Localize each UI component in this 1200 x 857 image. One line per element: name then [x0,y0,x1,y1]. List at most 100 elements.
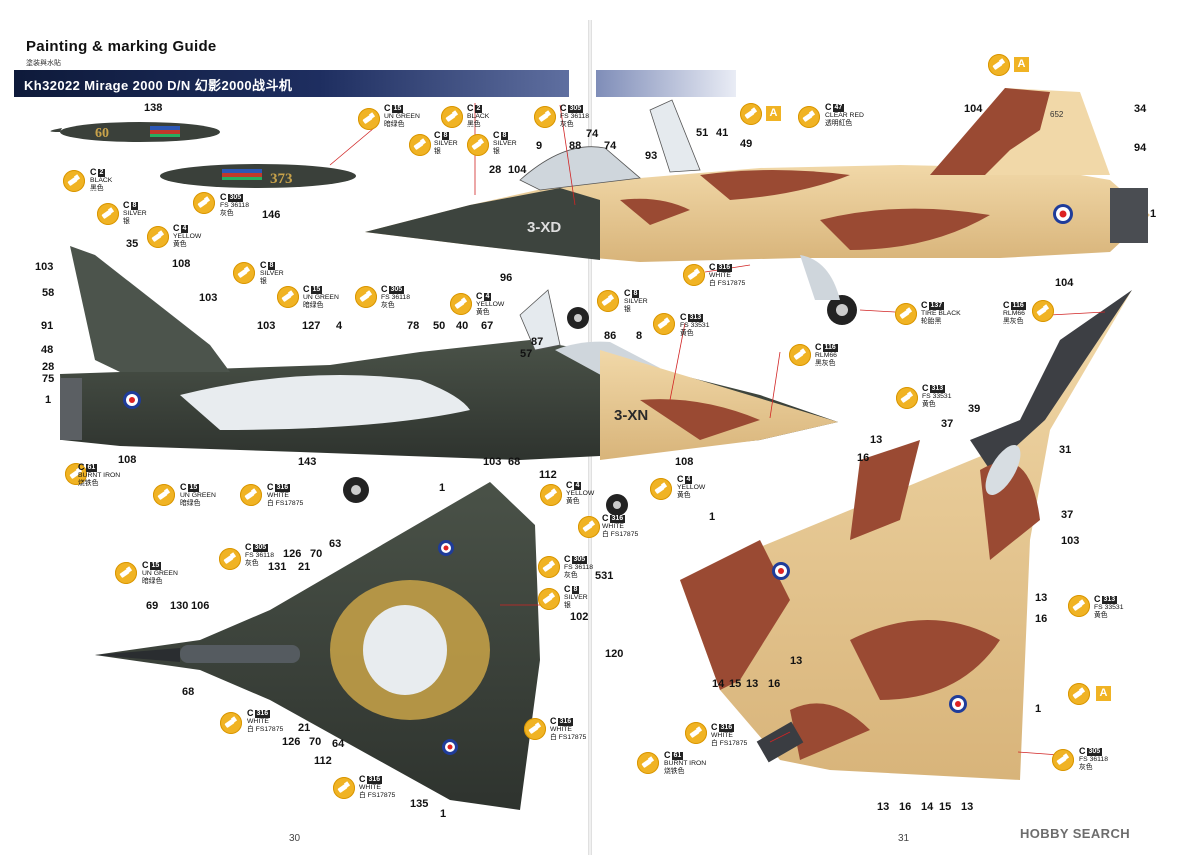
paint-number-badge: 8 [130,202,139,210]
decal-number: 68 [508,456,521,468]
paint-chip-icon [220,712,242,734]
paint-number-badge: 15 [149,562,162,570]
decal-number: 51 [696,127,709,139]
decal-number: 104 [508,164,527,176]
paint-chip-icon [789,344,811,366]
decal-number: 69 [146,600,159,612]
decal-number: 13 [1035,592,1048,604]
decal-number: 96 [500,272,513,284]
decal-number: 102 [570,611,589,623]
paint-number-badge: 313 [687,314,704,322]
paint-chip-icon [637,752,659,774]
paint-number-badge: 61 [671,752,684,760]
decal-number: 13 [961,801,974,813]
decal-number: 131 [268,561,287,573]
paint-number-badge: 8 [631,290,640,298]
paint-chip-icon [578,516,600,538]
paint-chip-icon [219,548,241,570]
paint-chip-icon [240,484,262,506]
page-number-left: 30 [289,833,301,844]
paint-number-badge: 4 [483,293,492,301]
paint-number-badge: 8 [571,586,580,594]
decal-number: 16 [768,678,781,690]
decal-number: 16 [857,452,870,464]
paint-number-badge: 305 [388,286,405,294]
paint-number-badge: 316 [609,515,626,523]
model-banner [14,70,569,97]
decal-number: 75 [42,373,55,385]
page-number-right: 31 [898,833,910,844]
leader-lines [329,103,1106,757]
decal-number: 74 [586,128,599,140]
decal-number: 120 [605,648,624,660]
decal-number: 143 [298,456,317,468]
decal-number: 4 [336,320,343,332]
paint-chip-icon [1068,683,1090,705]
model-banner-text: Kh32022 Mirage 2000 D/N 幻影2000战斗机 [24,78,293,93]
bottom-view-aircraft-desert [680,290,1132,780]
paint-number-badge: 316 [274,484,291,492]
paint-number-badge: 2 [474,105,483,113]
decal-number: 112 [314,755,332,767]
decal-number: 8 [636,330,643,342]
decal-number: 39 [968,403,981,415]
decal-number: 130 [170,600,189,612]
decal-number: 14 [712,678,725,690]
decal-number: 31 [1059,444,1072,456]
tank-code-text: 373 [270,171,293,187]
paint-chip-icon [740,103,762,125]
decal-number: 108 [675,456,694,468]
paint-number-badge: 305 [252,544,269,552]
decal-number: 103 [35,261,54,273]
paint-chip-icon [409,134,431,156]
paint-chip-icon [534,106,556,128]
watermark-logo: HOBBY SEARCH [1020,826,1131,841]
decal-number: 1 [709,511,716,523]
paint-chip-icon [1052,749,1074,771]
drop-tank-upper: 60 [50,122,220,142]
decal-number: 40 [456,320,469,332]
paint-number-badge: 47 [832,104,845,112]
decal-number: 127 [302,320,321,332]
tank-code-text: 60 [95,126,109,141]
decal-number: 67 [481,320,494,332]
paint-chip-icon [233,262,255,284]
paint-chip-icon [1068,595,1090,617]
paint-chip-icon [333,777,355,799]
paint-chip-icon [97,203,119,225]
decal-number: 106 [191,600,210,612]
decal-number: 1 [1035,703,1042,715]
guide-subtitle: 塗装與水貼 [26,60,61,67]
decal-number: 126 [282,736,301,748]
guide-title: Painting & marking Guide [26,38,217,55]
paint-chip-icon [988,54,1010,76]
paint-number-badge: 305 [227,194,244,202]
drop-tank-lower: 373 [160,164,356,188]
paint-number-badge: 116 [822,344,838,352]
decal-number: 112 [539,469,557,481]
paint-number-badge: 316 [366,776,383,784]
paint-number-badge: 8 [267,262,276,270]
fin-number-text: 652 [1050,110,1064,119]
paint-number-badge: 137 [928,302,945,310]
marking-tag-a: A [1014,57,1029,72]
paint-chip-icon [467,134,489,156]
paint-chip-icon [147,226,169,248]
